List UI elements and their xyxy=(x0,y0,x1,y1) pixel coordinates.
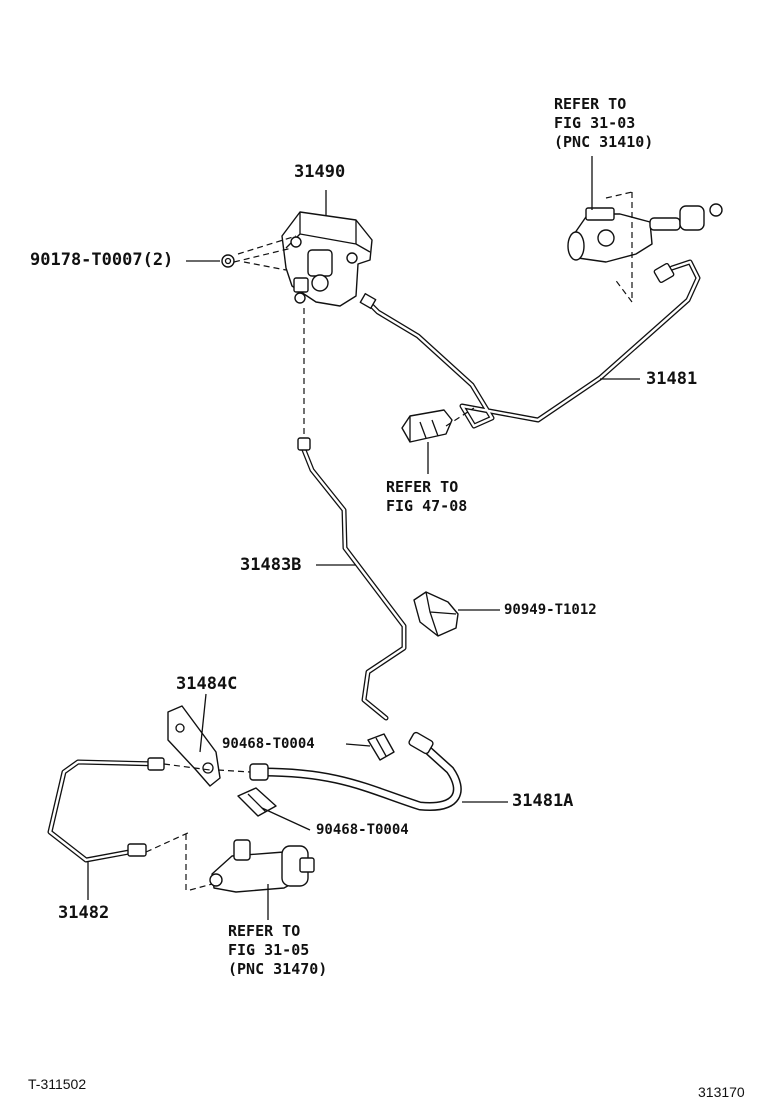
label-90468-upper: 90468-T0004 xyxy=(222,736,315,752)
label-31484c: 31484C xyxy=(176,674,238,694)
clamp-ref-47-08 xyxy=(401,409,453,443)
pipe-31481 xyxy=(365,259,701,429)
ref-release-line1: REFER TO xyxy=(228,922,301,940)
ref-clamp-line2: FIG 47-08 xyxy=(386,497,468,515)
ref-master-line2: FIG 31-03 xyxy=(554,114,636,132)
label-90178: 90178-T0007(2) xyxy=(30,250,174,270)
label-31481: 31481 xyxy=(646,369,698,389)
ref-release-line2: FIG 31-05 xyxy=(228,941,310,959)
bolt-90178 xyxy=(221,254,235,268)
label-31483b: 31483B xyxy=(240,555,302,575)
master-cylinder-ref xyxy=(567,203,723,284)
ref-master-line1: REFER TO xyxy=(554,95,627,113)
leader-lines xyxy=(87,156,640,920)
label-90468-lower: 90468-T0004 xyxy=(316,822,409,838)
footer-left-code: T-311502 xyxy=(28,1076,87,1092)
clip-90468-upper xyxy=(367,733,395,761)
pipe-31483b xyxy=(301,447,407,721)
bracket-31484c xyxy=(127,705,221,857)
hose-31481a xyxy=(249,731,462,811)
label-31481a: 31481A xyxy=(512,791,574,811)
valve-31490 xyxy=(281,211,377,451)
pipe-31482 xyxy=(47,759,163,863)
label-31490: 31490 xyxy=(294,162,346,182)
footer-right-code: 313170 xyxy=(698,1084,745,1100)
release-cylinder-ref xyxy=(209,839,315,893)
ref-release-line3: (PNC 31470) xyxy=(228,960,328,978)
clip-90949 xyxy=(413,591,459,637)
label-31482: 31482 xyxy=(58,903,110,923)
ref-master-line3: (PNC 31410) xyxy=(554,133,654,151)
ref-clamp-line1: REFER TO xyxy=(386,478,459,496)
label-90949: 90949-T1012 xyxy=(504,602,597,618)
